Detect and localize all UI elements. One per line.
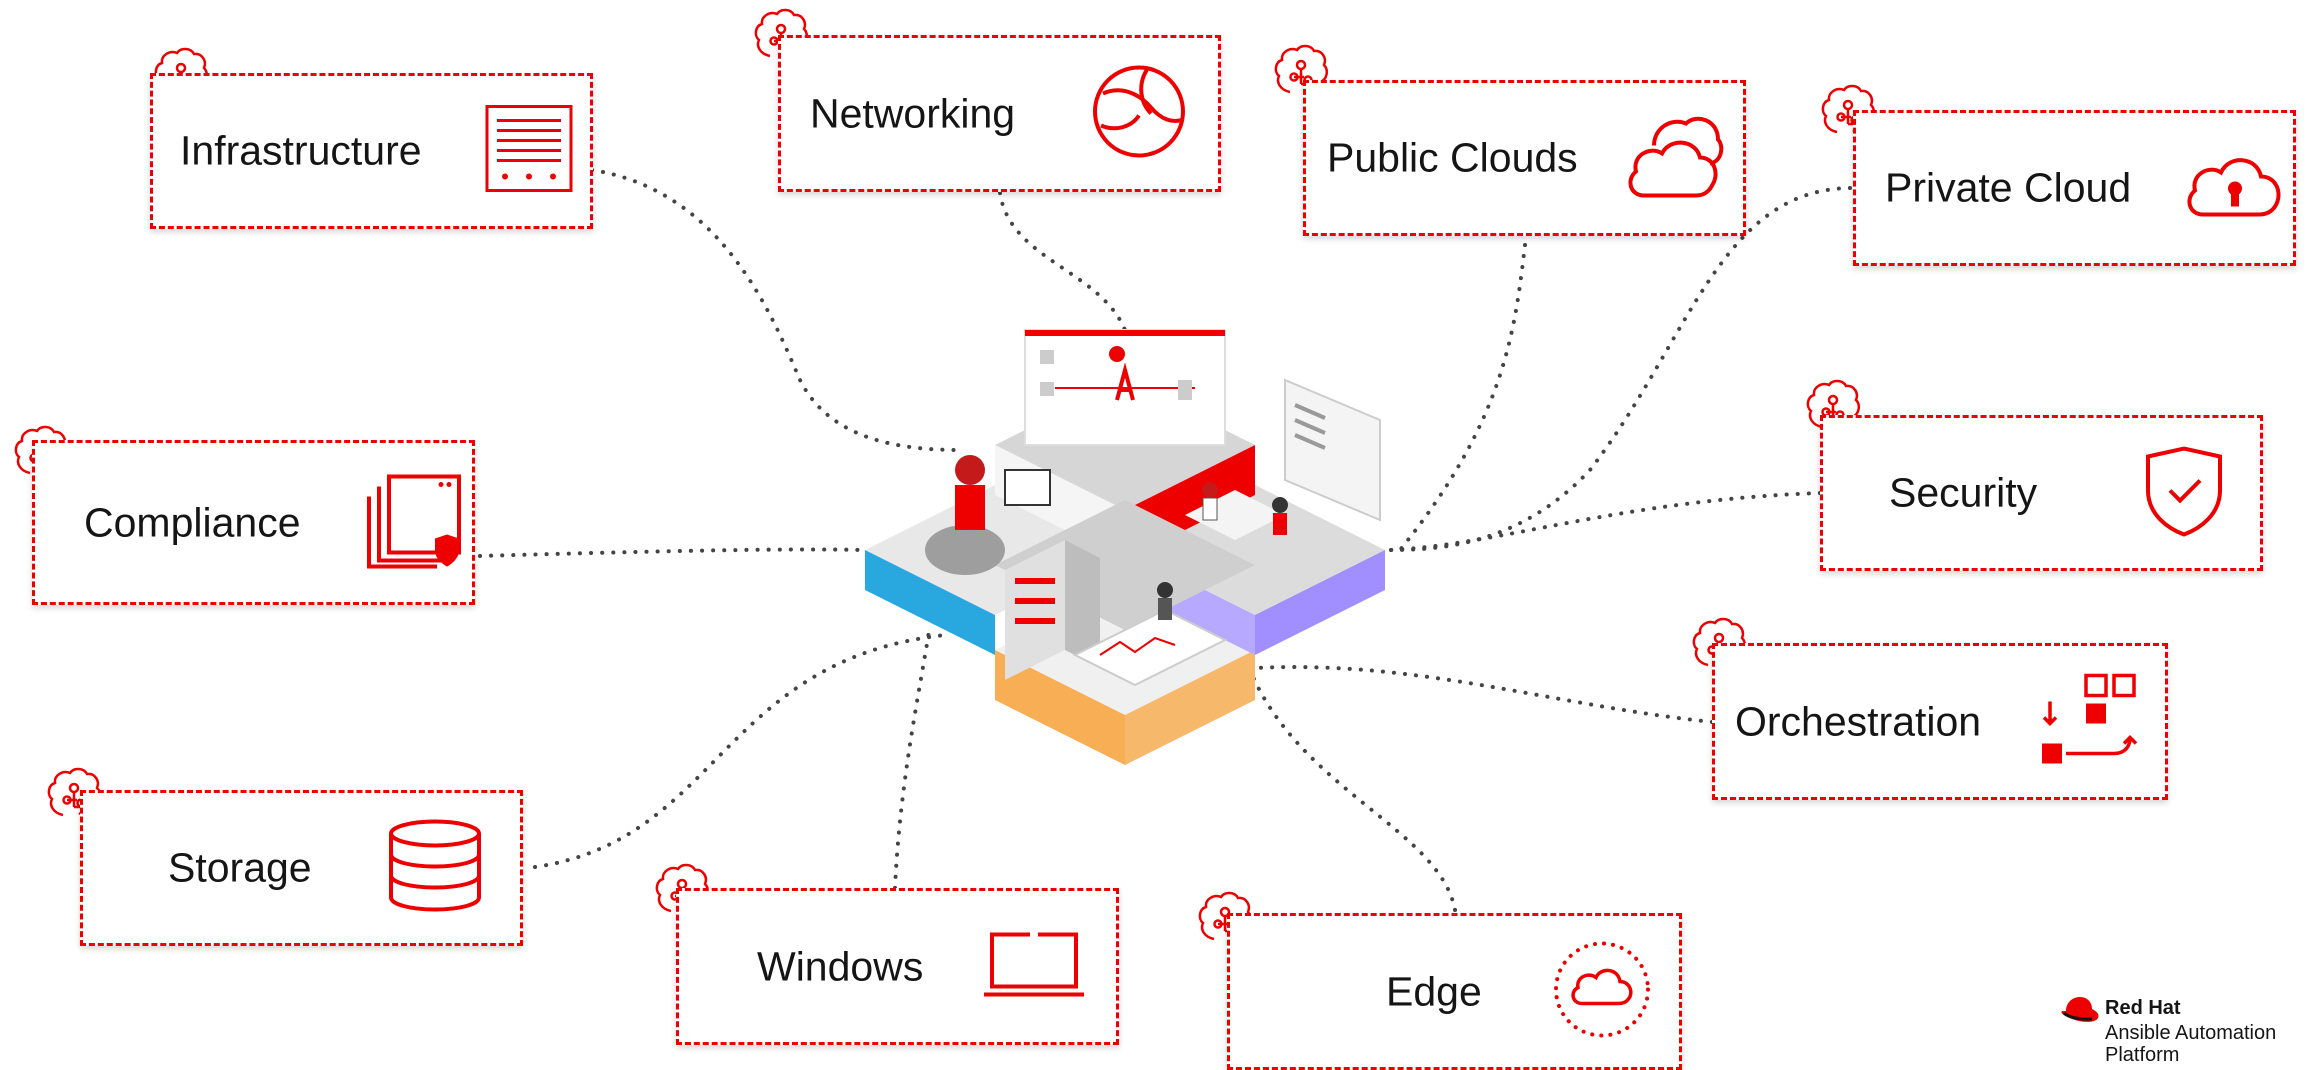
connector-security [1388,491,1822,552]
card-label: Public Clouds [1327,134,1578,181]
card-orchestration[interactable]: Orchestration [1712,643,2168,800]
card-private-cloud[interactable]: Private Cloud [1853,110,2296,266]
card-security[interactable]: Security [1820,415,2263,571]
card-compliance[interactable]: Compliance [32,440,475,605]
connector-edge [1248,668,1457,912]
laptop-icon [984,930,1084,1003]
server-rack-icon [483,103,575,200]
shield-check-icon [2144,445,2224,542]
card-label: Orchestration [1735,698,1982,744]
card-label: Networking [810,90,1016,136]
connector-orchestration [1253,665,1714,724]
connector-compliance [478,547,867,558]
card-edge[interactable]: Edge [1227,913,1682,1070]
cloud-lock-icon [2183,151,2283,226]
red-hat-fedora-icon [2061,997,2099,1022]
card-label: Infrastructure [180,127,422,174]
card-networking[interactable]: Networking [778,35,1221,192]
card-label: Edge [1386,968,1482,1014]
automation-hub-illustration [865,329,1385,765]
card-storage[interactable]: Storage [80,790,523,946]
card-public-clouds[interactable]: Public Clouds [1303,80,1746,236]
connector-public-clouds [1398,243,1527,552]
logo-brand: Red Hat [2105,997,2181,1019]
logo-product: Ansible Automation Platform [2105,1022,2277,1066]
card-windows[interactable]: Windows [676,888,1119,1045]
globe-network-icon [1091,63,1187,164]
clouds-icon [1624,110,1724,207]
connector-infrastructure [590,168,962,452]
card-label: Windows [757,943,924,989]
card-label: Private Cloud [1885,164,2132,211]
database-icon [387,818,483,919]
card-infrastructure[interactable]: Infrastructure [150,73,593,229]
orchestration-blocks-icon [2040,671,2140,772]
cloud-dotted-circle-icon [1552,939,1652,1044]
documents-shield-icon [363,472,463,573]
card-label: Compliance [84,499,301,545]
connector-storage [533,633,947,869]
connector-private-cloud [1388,186,1852,552]
card-label: Security [1889,469,2038,516]
connector-networking [998,191,1127,332]
card-label: Storage [168,844,312,891]
